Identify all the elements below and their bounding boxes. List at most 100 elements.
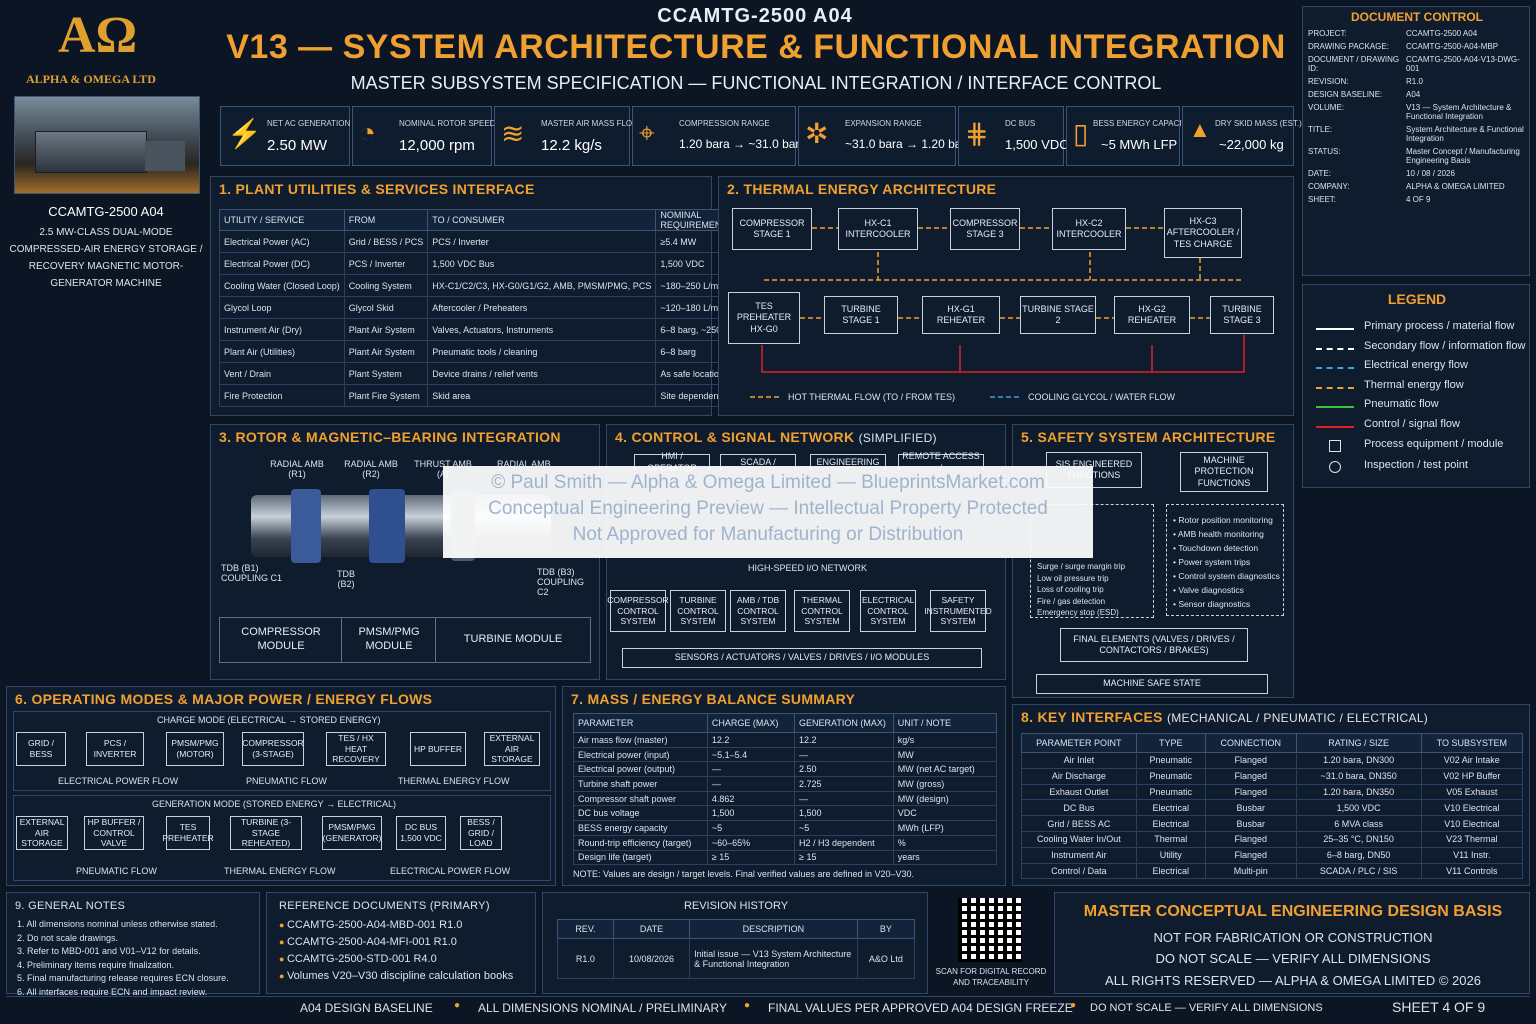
thermal-node-bottom: HX-G1 REHEATER	[922, 296, 1000, 334]
list-item: • AMB health monitoring	[1173, 527, 1283, 541]
column-header: FROM	[343, 209, 429, 231]
section-plant-utilities: 1. PLANT UTILITIES & SERVICES INTERFACE …	[210, 176, 795, 416]
weight-icon: ▲	[1189, 117, 1211, 142]
gen-mode-node: PMSM/PMG (GENERATOR)	[322, 816, 382, 850]
charge-mode-node: COMPRESSOR (3-STAGE)	[242, 732, 304, 766]
table-cell: —	[706, 761, 796, 778]
table-cell: Flanged	[1204, 783, 1297, 801]
doc-field-label: STATUS:	[1308, 147, 1341, 156]
watermark-line-1: © Paul Smith — Alpha & Omega Limited — B…	[491, 472, 1045, 493]
doc-field-value: CCAMTG-2500-A04-V13-DWG-001	[1406, 55, 1520, 73]
doc-field-label: PROJECT:	[1308, 29, 1347, 38]
table-cell: Plant System	[343, 362, 429, 385]
table-cell: DC bus voltage	[573, 805, 708, 822]
doc-field-value: CCAMTG-2500-A04-MBP	[1406, 42, 1499, 51]
column-header: BY	[856, 919, 916, 939]
note-item: 3. Refer to MBD-001 and V01–V12 for deta…	[17, 946, 201, 956]
doc-field-value: ALPHA & OMEGA LIMITED	[1406, 182, 1505, 191]
charge-legend-pneumatic: PNEUMATIC FLOW	[246, 776, 327, 786]
page-title: V13 — SYSTEM ARCHITECTURE & FUNCTIONAL I…	[226, 28, 1286, 66]
qr-caption: SCAN FOR DIGITAL RECORD AND TRACEABILITY	[935, 967, 1047, 987]
bullet-icon: •	[1173, 599, 1179, 609]
doc-field-value: R1.0	[1406, 77, 1423, 86]
table-cell: years	[892, 849, 998, 866]
table-row: SHEET:4 OF 9	[1305, 193, 1527, 206]
thermal-node-top: COMPRESSOR STAGE 1	[732, 208, 812, 250]
reference-docs-list: CCAMTG-2500-A04-MBD-001 R1.0CCAMTG-2500-…	[279, 919, 513, 987]
charge-mode-node: HP BUFFER	[410, 732, 466, 766]
doc-field-value: Master Concept / Manufacturing Engineeri…	[1406, 147, 1520, 165]
table-cell: 6–8 barg, DN50	[1295, 846, 1422, 864]
section-1-title: 1. PLANT UTILITIES & SERVICES INTERFACE	[219, 181, 535, 197]
table-cell: Valves, Actuators, Instruments	[427, 318, 657, 341]
gen-mode-node: HP BUFFER / CONTROL VALVE	[84, 816, 144, 850]
list-item: Loss of cooling trip	[1037, 585, 1104, 594]
design-basis-line-1: NOT FOR FABRICATION OR CONSTRUCTION	[1153, 930, 1433, 945]
table-cell: V10 Electrical	[1420, 799, 1524, 817]
table-cell: Cooling Water In/Out	[1021, 830, 1137, 848]
table-cell: Aftercooler / Preheaters	[427, 296, 657, 319]
bullet-icon: •	[1173, 557, 1179, 567]
table-cell: BESS energy capacity	[573, 820, 708, 836]
table-cell: Exhaust Outlet	[1021, 783, 1137, 801]
table-cell: H2 / H3 dependent	[794, 834, 894, 851]
mpf-items-list: • Rotor position monitoring• AMB health …	[1166, 504, 1284, 616]
table-cell: Device drains / relief vents	[427, 362, 657, 385]
balance-note: NOTE: Values are design / target levels.…	[573, 869, 915, 879]
reference-item: CCAMTG-2500-STD-001 R4.0	[279, 953, 513, 965]
io-network-label: HIGH-SPEED I/O NETWORK	[745, 563, 871, 573]
thermal-node-top: HX-C3 AFTERCOOLER / TES CHARGE	[1164, 208, 1242, 258]
table-row: Electrical power (input)~5.1–5.4—MW	[573, 746, 998, 763]
thermal-node-bottom: TURBINE STAGE 1	[824, 296, 898, 334]
column-header: CHARGE (MAX)	[706, 713, 796, 733]
controller-node: ELECTRICAL CONTROL SYSTEM	[860, 590, 916, 632]
table-cell: V02 Air Intake	[1420, 752, 1524, 769]
lightning-icon: ⚡	[227, 118, 262, 149]
table-row: TITLE:System Architecture & Functional I…	[1305, 123, 1527, 145]
charge-legend-thermal: THERMAL ENERGY FLOW	[398, 776, 510, 786]
doc-field-value: 10 / 08 / 2026	[1406, 169, 1455, 178]
final-elements-box: FINAL ELEMENTS (VALVES / DRIVES / CONTAC…	[1060, 628, 1248, 662]
list-item: • Touchdown detection	[1173, 541, 1283, 555]
table-cell: 1.20 bara, DN300	[1295, 752, 1422, 769]
table-cell: %	[892, 834, 998, 851]
gen-mode-node: DC BUS 1,500 VDC	[396, 816, 446, 850]
amb-label-r1: RADIAL AMB (R1)	[270, 459, 324, 479]
table-cell: V11 Controls	[1420, 862, 1524, 880]
machine-safe-state-box: MACHINE SAFE STATE	[1036, 674, 1268, 694]
amb-label-radial: RADIAL AMB	[497, 459, 551, 469]
table-cell: 1.20 bara, DN350	[1295, 783, 1422, 801]
list-item-label: Touchdown detection	[1178, 543, 1259, 553]
thermal-legend-hot: HOT THERMAL FLOW (TO / FROM TES)	[788, 392, 956, 402]
table-cell: Electrical Power (AC)	[219, 230, 345, 253]
legend-title: LEGEND	[1387, 291, 1447, 307]
table-row: Round-trip efficiency (target)~60–65%H2 …	[573, 834, 998, 851]
thermal-node-top: HX-C1 INTERCOOLER	[838, 208, 918, 250]
table-cell: Plant Fire System	[343, 384, 429, 407]
design-basis-panel: MASTER CONCEPTUAL ENGINEERING DESIGN BAS…	[1054, 892, 1530, 994]
table-cell: Control / Data	[1021, 862, 1137, 880]
logo-company: ALPHA & OMEGA LTD	[26, 72, 156, 86]
machine-protection-box: MACHINE PROTECTION FUNCTIONS	[1180, 452, 1268, 492]
table-cell: V05 Exhaust	[1420, 783, 1524, 801]
table-cell: 1,500 VDC	[1295, 799, 1422, 817]
legend-line-swatch	[1316, 367, 1354, 369]
list-item: Low oil pressure trip	[1037, 573, 1109, 583]
bullet-icon: •	[1173, 515, 1179, 525]
doc-field-value: CCAMTG-2500 A04	[1406, 29, 1478, 38]
table-cell: 12.2	[794, 732, 894, 748]
section-7-title: 7. MASS / ENERGY BALANCE SUMMARY	[571, 691, 856, 707]
column-header: RATING / SIZE	[1295, 733, 1422, 753]
list-item: Emergency stop (ESD)	[1037, 608, 1119, 617]
column-header: REV.	[557, 919, 614, 939]
table-cell: 25–35 °C, DN150	[1295, 830, 1422, 848]
table-cell: Fire Protection	[219, 384, 345, 407]
table-row: DESIGN BASELINE:A04	[1305, 88, 1527, 101]
